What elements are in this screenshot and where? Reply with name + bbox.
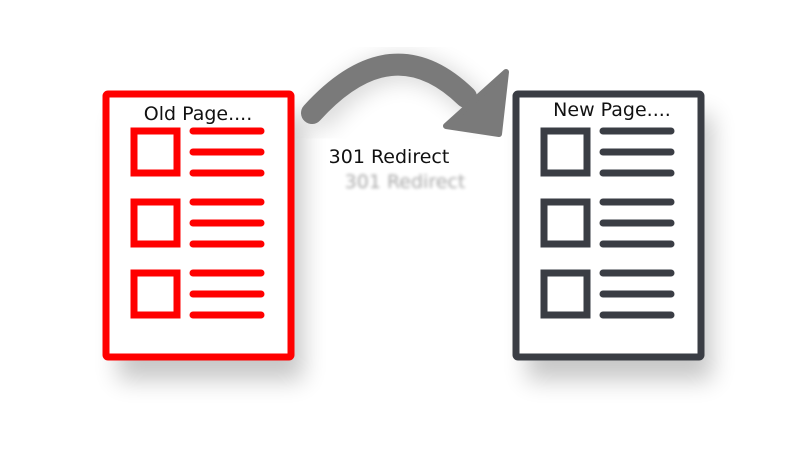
content-checkbox xyxy=(130,127,181,177)
old-page-content xyxy=(130,127,265,319)
content-checkbox xyxy=(540,198,591,248)
redirect-arrow xyxy=(301,53,509,137)
redirect-arrow-shaft xyxy=(301,53,477,124)
old-page xyxy=(102,90,303,380)
new-page-title: New Page.... xyxy=(553,99,671,121)
content-checkbox xyxy=(540,269,591,319)
old-page-title: Old Page.... xyxy=(144,103,253,125)
content-checkbox xyxy=(130,269,181,319)
redirect-label: 301 Redirect xyxy=(329,146,450,168)
new-page-content xyxy=(540,127,675,319)
content-checkbox xyxy=(130,198,181,248)
content-checkbox xyxy=(540,127,591,177)
redirect-arrow-head xyxy=(443,69,509,137)
redirect-label-reflection: 301 Redirect xyxy=(345,171,466,193)
new-page xyxy=(512,90,712,380)
